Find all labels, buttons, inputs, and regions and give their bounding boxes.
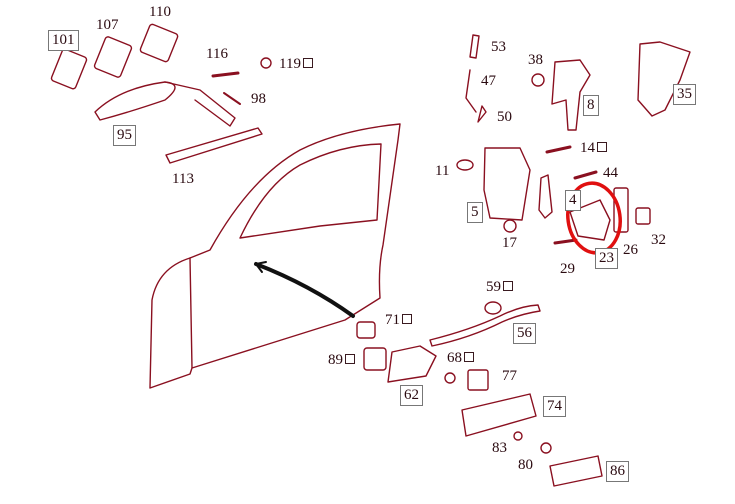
part-number: 56: [517, 325, 532, 341]
part-label-14: 14: [580, 141, 607, 156]
part-number: 35: [677, 86, 692, 102]
part-number: 5: [471, 204, 479, 220]
part-number: 74: [547, 398, 562, 414]
part-label-56: 56: [513, 323, 536, 344]
part-number: 68: [447, 350, 462, 366]
part-number: 17: [502, 235, 517, 251]
square-marker-icon: [464, 352, 474, 362]
part-label-23: 23: [595, 248, 618, 269]
pointer-arrow: [254, 261, 355, 318]
part-label-38: 38: [528, 53, 543, 68]
part-label-47: 47: [481, 74, 496, 89]
part-number: 14: [580, 140, 595, 156]
part-label-77: 77: [502, 369, 517, 384]
part-label-17: 17: [502, 236, 517, 251]
part-label-83: 83: [492, 441, 507, 456]
part-label-119: 119: [279, 57, 313, 72]
square-marker-icon: [345, 354, 355, 364]
inner-handle-parts: [356, 301, 603, 487]
part-label-95: 95: [113, 125, 136, 146]
part-number: 59: [486, 279, 501, 295]
part-label-62: 62: [400, 385, 423, 406]
square-marker-icon: [302, 58, 313, 68]
part-number: 77: [502, 368, 517, 384]
part-label-4: 4: [565, 190, 581, 211]
part-label-107: 107: [96, 18, 119, 33]
part-number: 71: [385, 312, 400, 328]
part-number: 113: [172, 171, 194, 187]
part-label-116: 116: [206, 47, 228, 62]
part-number: 23: [599, 250, 614, 266]
square-marker-icon: [597, 142, 607, 152]
part-label-26: 26: [623, 243, 638, 258]
part-label-89: 89: [328, 353, 355, 368]
square-marker-icon: [503, 281, 513, 291]
part-number: 101: [52, 32, 75, 48]
part-label-35: 35: [673, 84, 696, 105]
part-number: 53: [491, 39, 506, 55]
part-label-74: 74: [543, 396, 566, 417]
part-number: 80: [518, 457, 533, 473]
part-label-113: 113: [172, 172, 194, 187]
outer-handle-parts: [50, 23, 272, 164]
part-number: 26: [623, 242, 638, 258]
part-label-32: 32: [651, 233, 666, 248]
part-label-101: 101: [48, 30, 79, 51]
part-number: 4: [569, 192, 577, 208]
part-number: 83: [492, 440, 507, 456]
part-number: 29: [560, 261, 575, 277]
part-number: 107: [96, 17, 119, 33]
part-number: 116: [206, 46, 228, 62]
lock-mechanism-parts: [456, 34, 691, 245]
part-label-59: 59: [486, 280, 513, 295]
part-label-86: 86: [606, 461, 629, 482]
part-label-110: 110: [149, 5, 171, 20]
part-number: 50: [497, 109, 512, 125]
part-label-98: 98: [251, 92, 266, 107]
part-number: 62: [404, 387, 419, 403]
part-label-68: 68: [447, 351, 474, 366]
part-number: 110: [149, 4, 171, 20]
part-number: 89: [328, 352, 343, 368]
part-number: 119: [279, 56, 301, 72]
door-shell: [149, 123, 401, 389]
part-label-71: 71: [385, 313, 412, 328]
part-number: 98: [251, 91, 266, 107]
part-label-29: 29: [560, 262, 575, 277]
part-label-5: 5: [467, 202, 483, 223]
part-label-80: 80: [518, 458, 533, 473]
part-number: 32: [651, 232, 666, 248]
square-marker-icon: [402, 314, 412, 324]
part-number: 44: [603, 165, 618, 181]
part-number: 47: [481, 73, 496, 89]
part-number: 95: [117, 127, 132, 143]
part-label-8: 8: [583, 95, 599, 116]
part-number: 8: [587, 97, 595, 113]
part-label-50: 50: [497, 110, 512, 125]
part-number: 38: [528, 52, 543, 68]
part-number: 11: [435, 163, 450, 179]
part-label-11: 11: [435, 164, 449, 179]
part-number: 86: [610, 463, 625, 479]
part-label-44: 44: [603, 166, 618, 181]
part-label-53: 53: [491, 40, 506, 55]
